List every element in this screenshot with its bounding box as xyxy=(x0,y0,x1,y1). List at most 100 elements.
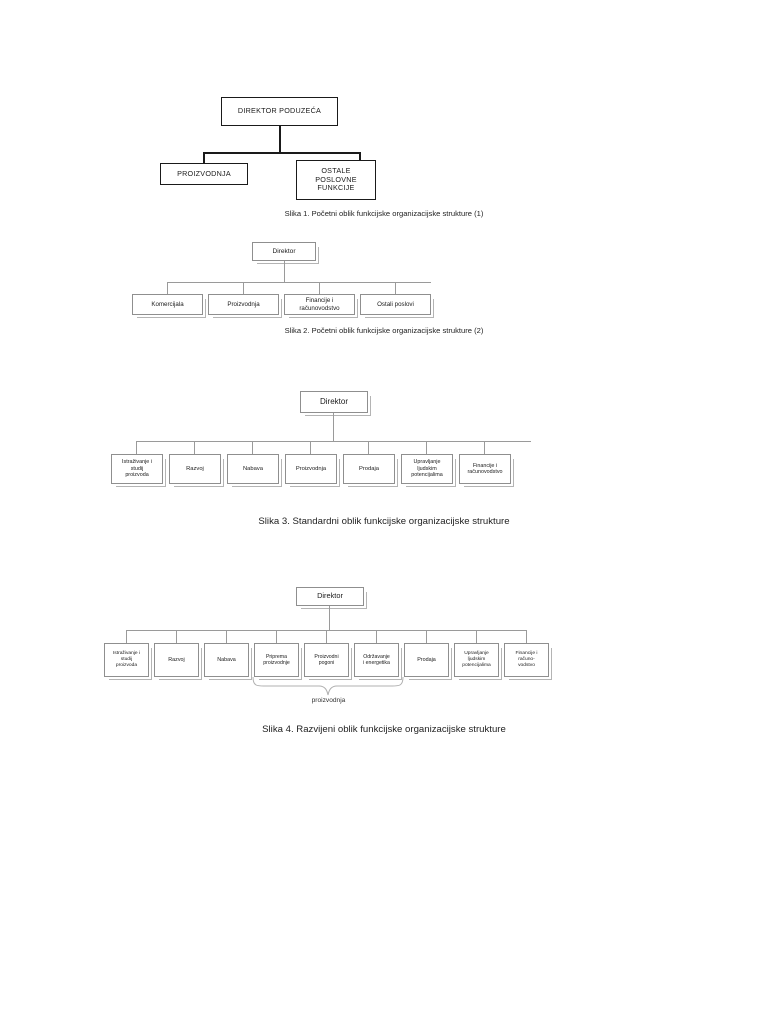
node-label: Razvoj xyxy=(168,656,185,663)
node-label-line-3: FUNKCIJE xyxy=(317,183,355,193)
node-label: Komercijala xyxy=(151,300,184,308)
node-label: Ostali poslovi xyxy=(377,300,414,308)
connector-child-2 xyxy=(243,282,244,294)
node-label-line-1: Održavanje xyxy=(363,653,390,660)
node-label-line-2: računovodstvo xyxy=(467,469,503,475)
connector-child-4 xyxy=(395,282,396,294)
connector-child-4 xyxy=(310,441,311,454)
node-proizvodnja: Proizvodnja xyxy=(208,294,279,315)
connector-child-5 xyxy=(368,441,369,454)
node-label: Direktor xyxy=(319,397,348,407)
node-prodaja: Prodaja xyxy=(343,454,395,484)
connector-child-3 xyxy=(319,282,320,294)
node-label-line-2: računo- xyxy=(518,657,535,663)
node-label-line-1: Upravljanje xyxy=(413,459,441,466)
node-komercijala: Komercijala xyxy=(132,294,203,315)
node-label-line-1: Financije i xyxy=(515,651,538,657)
figure-2-caption: Slika 2. Početni oblik funkcijske organi… xyxy=(284,326,484,335)
connector-child-7 xyxy=(426,630,427,643)
connector-child-7 xyxy=(484,441,485,454)
connector-child-2 xyxy=(359,152,361,163)
node-label-line-2: studij xyxy=(130,465,144,472)
node-label-line-2: studij xyxy=(120,657,133,663)
connector-child-6 xyxy=(426,441,427,454)
node-financije-i-racunovodstvo: Financije i računovodstvo xyxy=(459,454,511,484)
figure-2: Direktor Komercijala Proizvodnja Financi… xyxy=(96,238,672,338)
node-odrzavanje-i-energetika: Održavanje i energetika xyxy=(354,643,399,677)
connector-child-6 xyxy=(376,630,377,643)
node-label-line-1: Istraživanje i xyxy=(122,459,152,466)
node-label: Direktor xyxy=(317,591,343,601)
node-label-line-1: Financije i xyxy=(472,462,498,469)
node-label-line-1: Upravljanje xyxy=(464,651,489,657)
node-upravljanje-ljudskim-potencijalima: Upravljanje ljudskim potencijalima xyxy=(401,454,453,484)
connector-child-4 xyxy=(276,630,277,643)
node-label-line-3: proizvoda xyxy=(125,472,149,479)
node-label-line-2: proizvodnje xyxy=(263,660,290,666)
node-proizvodnja: PROIZVODNJA xyxy=(160,163,248,185)
node-label-line-1: Proizvodni xyxy=(314,653,339,660)
node-direktor-poduzeca: DIREKTOR PODUZEĆA xyxy=(221,97,338,126)
node-nabava: Nabava xyxy=(227,454,279,484)
node-label: Prodaja xyxy=(359,465,379,472)
connector-child-1 xyxy=(126,630,127,643)
node-direktor: Direktor xyxy=(296,587,364,606)
node-label-line-2: ljudskim xyxy=(467,657,486,663)
figure-1-caption: Slika 1. Početni oblik funkcijske organi… xyxy=(284,209,484,218)
node-prodaja: Prodaja xyxy=(404,643,449,677)
node-label-line-1: OSTALE xyxy=(321,166,351,176)
node-label: Razvoj xyxy=(186,465,204,472)
node-ostali-poslovi: Ostali poslovi xyxy=(360,294,431,315)
node-label-line-1: Financije i xyxy=(305,297,334,305)
connector-child-1 xyxy=(203,152,205,163)
figure-4: Direktor Istraživanje i studij proizvoda… xyxy=(96,582,672,742)
node-priprema-proizvodnje: Priprema proizvodnje xyxy=(254,643,299,677)
node-label: Proizvodnja xyxy=(295,465,327,472)
node-direktor: Direktor xyxy=(252,242,316,261)
node-label: Nabava xyxy=(217,656,236,663)
node-label: Direktor xyxy=(272,247,296,255)
node-istrazivanje-i-studij-proizvoda: Istraživanje i studij proizvoda xyxy=(111,454,163,484)
figure-1: DIREKTOR PODUZEĆA PROIZVODNJA OSTALE POS… xyxy=(96,88,672,218)
connector-child-1 xyxy=(167,282,168,294)
connector-root-down xyxy=(279,126,281,153)
figure-4-caption: Slika 4. Razvijeni oblik funkcijske orga… xyxy=(262,724,506,735)
figure-3-caption: Slika 3. Standardni oblik funkcijske org… xyxy=(258,516,510,527)
node-label-line-3: proizvoda xyxy=(115,662,138,668)
node-label-line-3: potencijalima xyxy=(462,662,491,668)
connector-child-1 xyxy=(136,441,137,454)
brace-label-proizvodnja: proizvodnja xyxy=(311,697,346,704)
connector-child-3 xyxy=(252,441,253,454)
connector-root-down xyxy=(333,413,334,442)
node-label-line-2: računovodstvo xyxy=(299,304,340,312)
node-label-line-2: ljudskim xyxy=(417,465,437,472)
node-nabava: Nabava xyxy=(204,643,249,677)
node-proizvodnja: Proizvodnja xyxy=(285,454,337,484)
node-razvoj: Razvoj xyxy=(169,454,221,484)
connector-child-3 xyxy=(226,630,227,643)
node-label: Proizvodnja xyxy=(227,300,260,308)
node-proizvodni-pogoni: Proizvodni pogoni xyxy=(304,643,349,677)
connector-child-5 xyxy=(326,630,327,643)
node-label-line-2: POSLOVNE xyxy=(315,174,357,184)
node-label-line-3: vodstvo xyxy=(518,662,535,668)
connector-bus xyxy=(167,282,431,283)
node-label-line-1: Priprema xyxy=(265,653,288,660)
connector-bus xyxy=(136,441,531,442)
node-ostale-poslovne-funkcije: OSTALE POSLOVNE FUNKCIJE xyxy=(296,160,376,200)
node-label: Prodaja xyxy=(417,656,436,663)
node-label-line-2: i energetika xyxy=(363,660,390,666)
figure-3: Direktor Istraživanje i studij proizvoda… xyxy=(96,386,672,531)
connector-child-9 xyxy=(526,630,527,643)
node-istrazivanje-i-studij-proizvoda: Istraživanje i studij proizvoda xyxy=(104,643,149,677)
node-razvoj: Razvoj xyxy=(154,643,199,677)
connector-bus xyxy=(203,152,360,154)
node-label-line-1: Istraživanje i xyxy=(112,651,141,657)
node-label-line-2: pogoni xyxy=(318,660,335,666)
node-upravljanje-ljudskim-potencijalima: Upravljanje ljudskim potencijalima xyxy=(454,643,499,677)
connector-root-down xyxy=(284,261,285,283)
connector-root-down xyxy=(329,606,330,631)
node-label: Nabava xyxy=(243,465,263,472)
node-financije-i-racunovodstvo: Financije i računovodstvo xyxy=(284,294,355,315)
